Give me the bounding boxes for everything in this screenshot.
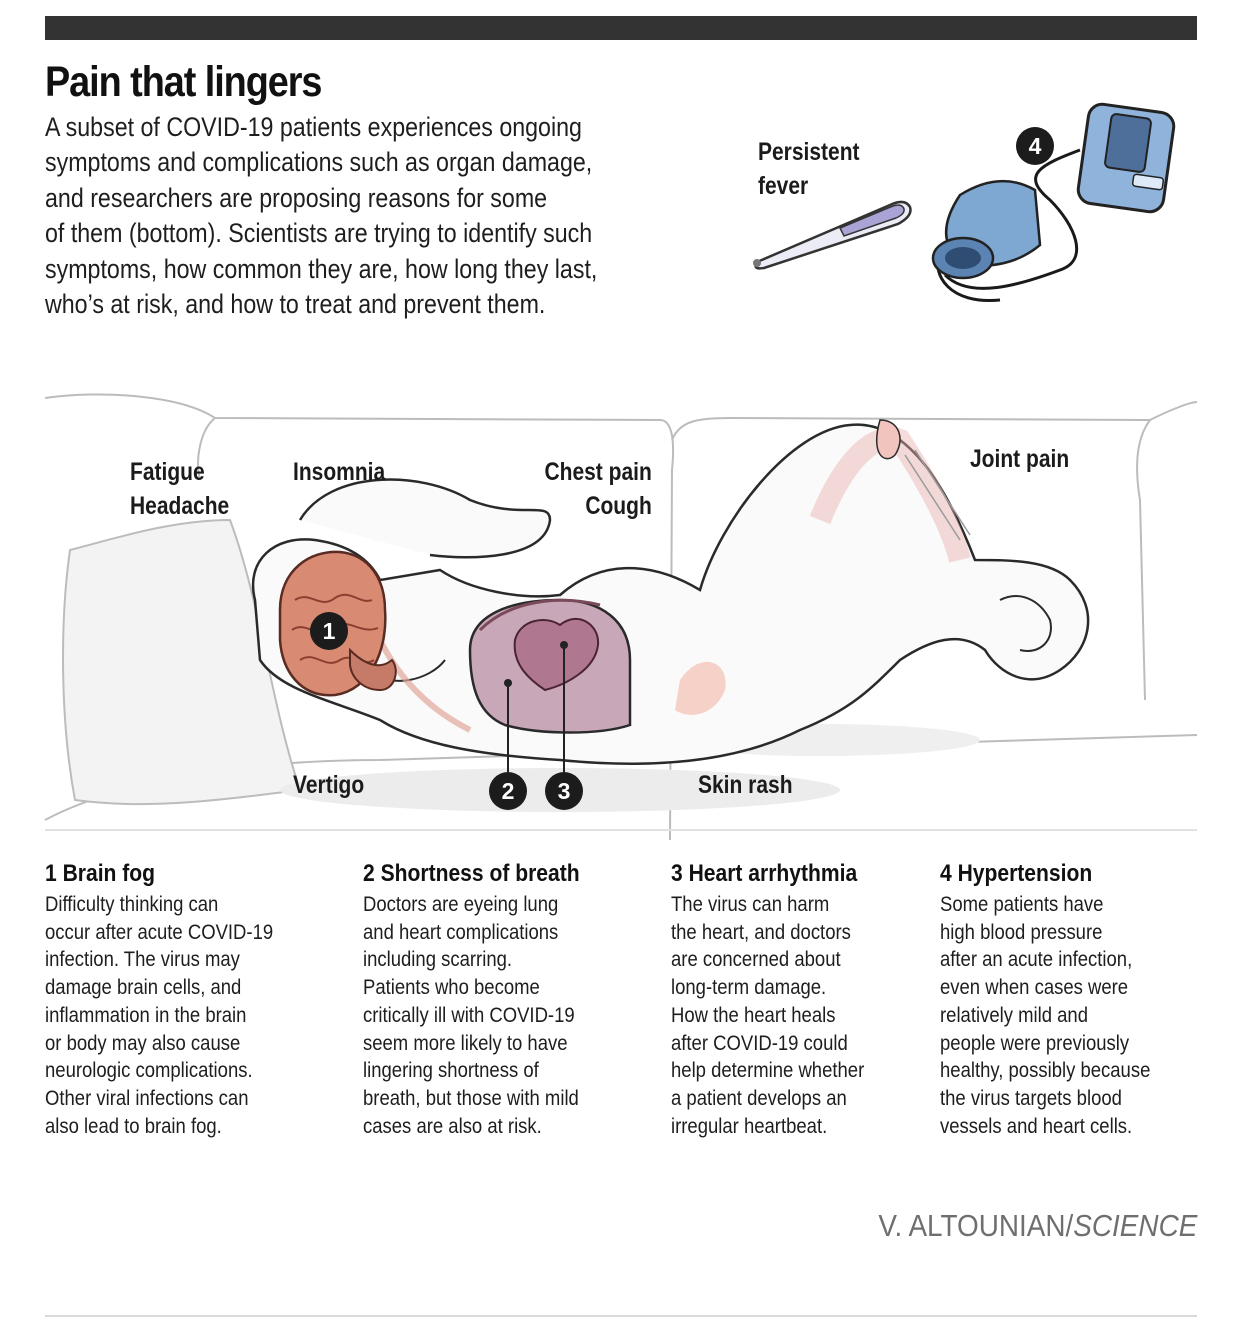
section-heading: 1 Brain fog xyxy=(45,860,156,887)
credit-outlet: SCIENCE xyxy=(1072,1208,1197,1243)
section-line: The virus can harm xyxy=(671,892,830,916)
section-line: seem more likely to have xyxy=(363,1030,568,1055)
callout-insomnia: Insomnia xyxy=(293,455,385,489)
section-line: relatively mild and xyxy=(940,1002,1088,1027)
section-line: even when cases were xyxy=(940,975,1129,1000)
callout-line: Persistent xyxy=(758,138,860,166)
section-line: people were previously xyxy=(940,1030,1130,1055)
section-line: a patient develops an xyxy=(671,1085,847,1110)
intro-line: and researchers are proposing reasons fo… xyxy=(45,182,548,213)
callout-persistent-fever: Persistent fever xyxy=(758,135,860,203)
section-line: after an acute infection, xyxy=(940,947,1133,972)
section-line: critically ill with COVID-19 xyxy=(363,1002,575,1027)
section-line: Some patients have xyxy=(940,892,1104,916)
callout-line: fever xyxy=(758,172,809,200)
section-line: or body may also cause xyxy=(45,1030,241,1055)
top-bar xyxy=(45,16,1197,40)
callout-line: Fatigue xyxy=(130,458,205,486)
section-line: lingering shortness of xyxy=(363,1058,539,1083)
intro-paragraph: A subset of COVID-19 patients experience… xyxy=(45,110,664,322)
page-title: Pain that lingers xyxy=(45,58,322,106)
thermometer-icon xyxy=(753,200,912,270)
section-line: infection. The virus may xyxy=(45,947,240,972)
callout-vertigo: Vertigo xyxy=(293,768,364,802)
callout-fatigue-headache: Fatigue Headache xyxy=(130,455,229,523)
section-brain-fog: 1 Brain fog Difficulty thinking can occu… xyxy=(45,858,303,1140)
section-heading: 4 Hypertension xyxy=(940,860,1093,887)
section-heart-arrhythmia: 3 Heart arrhythmia The virus can harm th… xyxy=(671,858,929,1140)
credit-name: V. ALTOUNIAN/ xyxy=(878,1208,1073,1243)
section-line: help determine whether xyxy=(671,1058,865,1083)
callout-line: Insomnia xyxy=(293,458,386,486)
section-hypertension: 4 Hypertension Some patients have high b… xyxy=(940,858,1198,1140)
intro-line: symptoms and complications such as organ… xyxy=(45,147,593,178)
callout-line: Skin rash xyxy=(698,771,793,799)
callout-joint-pain: Joint pain xyxy=(970,442,1069,476)
callout-skin-rash: Skin rash xyxy=(698,768,793,802)
badge-2: 2 xyxy=(489,772,527,810)
blood-pressure-monitor-icon xyxy=(931,102,1176,303)
section-heading: 2 Shortness of breath xyxy=(363,860,580,887)
intro-line: A subset of COVID-19 patients experience… xyxy=(45,112,582,142)
badge-3: 3 xyxy=(545,772,583,810)
section-line: the heart, and doctors xyxy=(671,919,851,944)
callout-line: Joint pain xyxy=(970,445,1070,473)
intro-line: of them (bottom). Scientists are trying … xyxy=(45,218,593,249)
callout-line: Vertigo xyxy=(293,771,365,799)
section-line: cases are also at risk. xyxy=(363,1113,542,1138)
callout-line: Chest pain xyxy=(544,458,652,486)
leader-lines xyxy=(504,641,568,772)
skin-rash-area xyxy=(675,661,726,715)
section-line: How the heart heals xyxy=(671,1002,836,1027)
section-line: are concerned about xyxy=(671,947,841,972)
section-line: including scarring. xyxy=(363,947,513,972)
callout-chest-pain-cough: Chest pain Cough xyxy=(545,455,652,523)
section-line: Difficulty thinking can xyxy=(45,892,219,916)
section-line: inflammation in the brain xyxy=(45,1002,247,1027)
section-line: occur after acute COVID-19 xyxy=(45,919,274,944)
callout-line: Cough xyxy=(585,492,652,520)
bottom-rule xyxy=(45,1315,1197,1317)
patient-figure xyxy=(251,419,1090,765)
section-line: neurologic complications. xyxy=(45,1058,253,1083)
section-line: damage brain cells, and xyxy=(45,975,242,1000)
badge-1: 1 xyxy=(310,612,348,650)
section-line: Patients who become xyxy=(363,975,540,1000)
intro-line: who’s at risk, and how to treat and prev… xyxy=(45,289,546,320)
section-line: irregular heartbeat. xyxy=(671,1113,828,1138)
section-line: vessels and heart cells. xyxy=(940,1113,1133,1138)
section-line: the virus targets blood xyxy=(940,1085,1122,1110)
credit-line: V. ALTOUNIAN/SCIENCE xyxy=(878,1208,1197,1244)
section-line: after COVID-19 could xyxy=(671,1030,848,1055)
section-line: healthy, possibly because xyxy=(940,1058,1151,1083)
section-line: Other viral infections can xyxy=(45,1085,249,1110)
section-line: also lead to brain fog. xyxy=(45,1113,222,1138)
intro-line: symptoms, how common they are, how long … xyxy=(45,253,598,284)
badge-4: 4 xyxy=(1016,127,1054,165)
section-line: breath, but those with mild xyxy=(363,1085,579,1110)
section-line: long-term damage. xyxy=(671,975,827,1000)
callout-line: Headache xyxy=(130,492,230,520)
section-line: Doctors are eyeing lung xyxy=(363,892,559,916)
heart-icon xyxy=(513,618,600,692)
section-line: high blood pressure xyxy=(940,919,1103,944)
section-shortness-of-breath: 2 Shortness of breath Doctors are eyeing… xyxy=(363,858,621,1140)
section-line: and heart complications xyxy=(363,919,559,944)
section-heading: 3 Heart arrhythmia xyxy=(671,860,858,887)
